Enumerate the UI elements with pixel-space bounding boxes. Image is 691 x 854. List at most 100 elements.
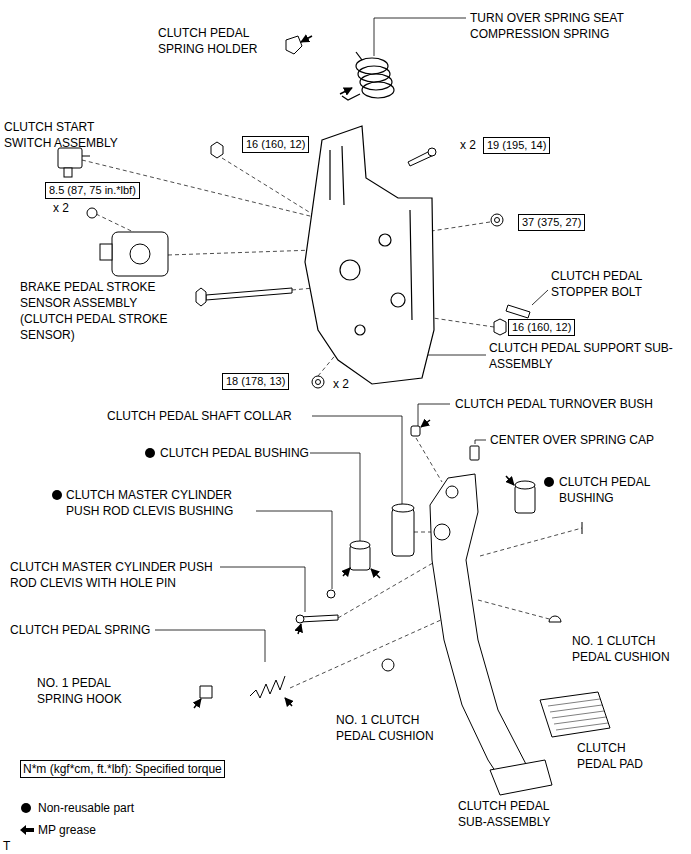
grease-arrows xyxy=(285,698,292,706)
pedal-parts xyxy=(200,686,212,698)
fasteners xyxy=(491,214,503,226)
turnover-spring xyxy=(356,52,362,60)
quantity-label: x 2 xyxy=(333,376,349,392)
torque-value: 37 (375, 27) xyxy=(522,216,581,228)
non-reusable-dots xyxy=(544,477,554,487)
non-reusable-symbol xyxy=(20,802,34,814)
non-reusable-dots xyxy=(52,490,62,500)
fasteners xyxy=(494,319,506,335)
fasteners xyxy=(312,376,324,388)
torque-box: 18 (178, 13) xyxy=(222,373,289,390)
pedal-parts xyxy=(540,692,610,737)
support-bracket xyxy=(305,126,434,384)
clutch-start-switch xyxy=(58,148,82,168)
part-label: TURN OVER SPRING SEAT COMPRESSION SPRING xyxy=(470,10,640,42)
non-reusable-dots xyxy=(145,448,155,458)
clutch-start-switch xyxy=(64,168,72,177)
leader-lines xyxy=(220,567,305,612)
pedal-parts xyxy=(250,676,285,698)
part-label: CLUTCH PEDAL SUB-ASSEMBLY xyxy=(458,798,573,830)
torque-value: 8.5 (87, 75 in.*lbf) xyxy=(49,184,136,196)
grease-arrows xyxy=(340,88,352,94)
dashed-lines xyxy=(478,600,553,620)
support-bracket xyxy=(379,234,391,246)
tick-mark xyxy=(582,522,583,534)
grease-arrows xyxy=(506,476,514,485)
fasteners xyxy=(87,142,530,388)
torque-box: 19 (195, 14) xyxy=(483,137,550,154)
pedal-parts xyxy=(382,659,394,671)
pedal-parts xyxy=(300,615,338,622)
legend-text: Non-reusable part xyxy=(38,800,134,816)
part-label: CLUTCH PEDAL TURNOVER BUSH xyxy=(455,396,653,412)
torque-value: 19 (195, 14) xyxy=(487,139,546,151)
dashed-lines xyxy=(480,528,582,556)
part-label: BRAKE PEDAL STROKE SENSOR ASSEMBLY (CLUT… xyxy=(20,279,190,343)
part-label: NO. 1 CLUTCH PEDAL CUSHION xyxy=(572,633,684,665)
torque-box: 16 (160, 12) xyxy=(508,319,575,336)
pedal-parts xyxy=(350,541,370,549)
tick-mark xyxy=(582,522,583,534)
turnover-spring xyxy=(342,52,394,100)
part-label: CLUTCH PEDAL BUSHING xyxy=(160,445,309,461)
torque-box: 37 (375, 27) xyxy=(518,214,585,231)
leader-lines xyxy=(532,290,548,305)
grease-arrow-symbol xyxy=(20,824,34,836)
stroke-sensor xyxy=(130,244,150,264)
support-bracket xyxy=(330,146,412,320)
leader-lines xyxy=(428,355,486,356)
support-bracket xyxy=(305,126,434,384)
leader-lines xyxy=(312,416,402,507)
torque-value: 18 (178, 13) xyxy=(226,375,285,387)
dashed-lines xyxy=(433,318,494,327)
stroke-sensor xyxy=(100,232,168,276)
stroke-sensor xyxy=(100,244,112,260)
pedal-parts xyxy=(392,508,414,556)
leader-lines xyxy=(155,630,265,662)
fasteners xyxy=(211,142,223,158)
leader-lines xyxy=(475,440,486,444)
fasteners xyxy=(316,380,321,385)
fasteners xyxy=(87,208,97,218)
part-label: CLUTCH PEDAL PAD xyxy=(577,740,667,772)
part-label: CLUTCH PEDAL SUPPORT SUB-ASSEMBLY xyxy=(489,340,674,372)
figure-code: T xyxy=(3,838,10,854)
grease-arrows xyxy=(343,568,350,576)
legend-text: MP grease xyxy=(38,822,96,838)
leader-lines xyxy=(374,18,466,56)
spring-holder xyxy=(286,36,302,54)
non-reusable-symbol xyxy=(21,803,31,813)
grease-arrows xyxy=(194,36,514,708)
part-label: CLUTCH PEDAL BUSHING xyxy=(559,474,669,506)
part-label: CLUTCH PEDAL STOPPER BOLT xyxy=(551,268,676,300)
pedal-parts xyxy=(392,504,414,512)
spring-holder xyxy=(286,36,302,54)
part-label: CLUTCH PEDAL SPRING xyxy=(10,622,150,638)
dashed-lines xyxy=(416,438,442,482)
pedal-parts xyxy=(470,446,479,460)
fasteners xyxy=(506,305,530,318)
torque-value: 16 (160, 12) xyxy=(512,321,571,333)
part-label: CLUTCH MASTER CYLINDER PUSH ROD CLEVIS B… xyxy=(66,487,251,519)
leader-lines xyxy=(418,404,450,426)
leader-lines xyxy=(310,453,360,543)
grease-arrows xyxy=(421,420,430,427)
stroke-sensor xyxy=(112,232,168,276)
pedal-parts xyxy=(296,615,304,623)
pedal-parts xyxy=(515,481,535,489)
dashed-lines xyxy=(290,615,452,688)
grease-arrows xyxy=(301,36,312,42)
legend-item: N*m (kgf*cm, ft.*lbf): Specified torque xyxy=(20,760,225,778)
fasteners xyxy=(428,148,436,156)
part-label: CLUTCH START SWITCH ASSEMBLY xyxy=(4,119,129,151)
grease-arrows xyxy=(298,624,301,634)
part-label: NO. 1 CLUTCH PEDAL CUSHION xyxy=(336,712,448,744)
pedal-parts xyxy=(548,699,608,730)
torque-value: 16 (160, 12) xyxy=(246,138,305,150)
pedal-parts xyxy=(200,426,610,795)
part-label: CLUTCH PEDAL SHAFT COLLAR xyxy=(107,408,292,424)
fasteners xyxy=(196,288,206,306)
torque-box: 8.5 (87, 75 in.*lbf) xyxy=(45,182,140,199)
legend-item: Non-reusable part xyxy=(20,800,134,816)
pedal-parts xyxy=(430,474,540,786)
